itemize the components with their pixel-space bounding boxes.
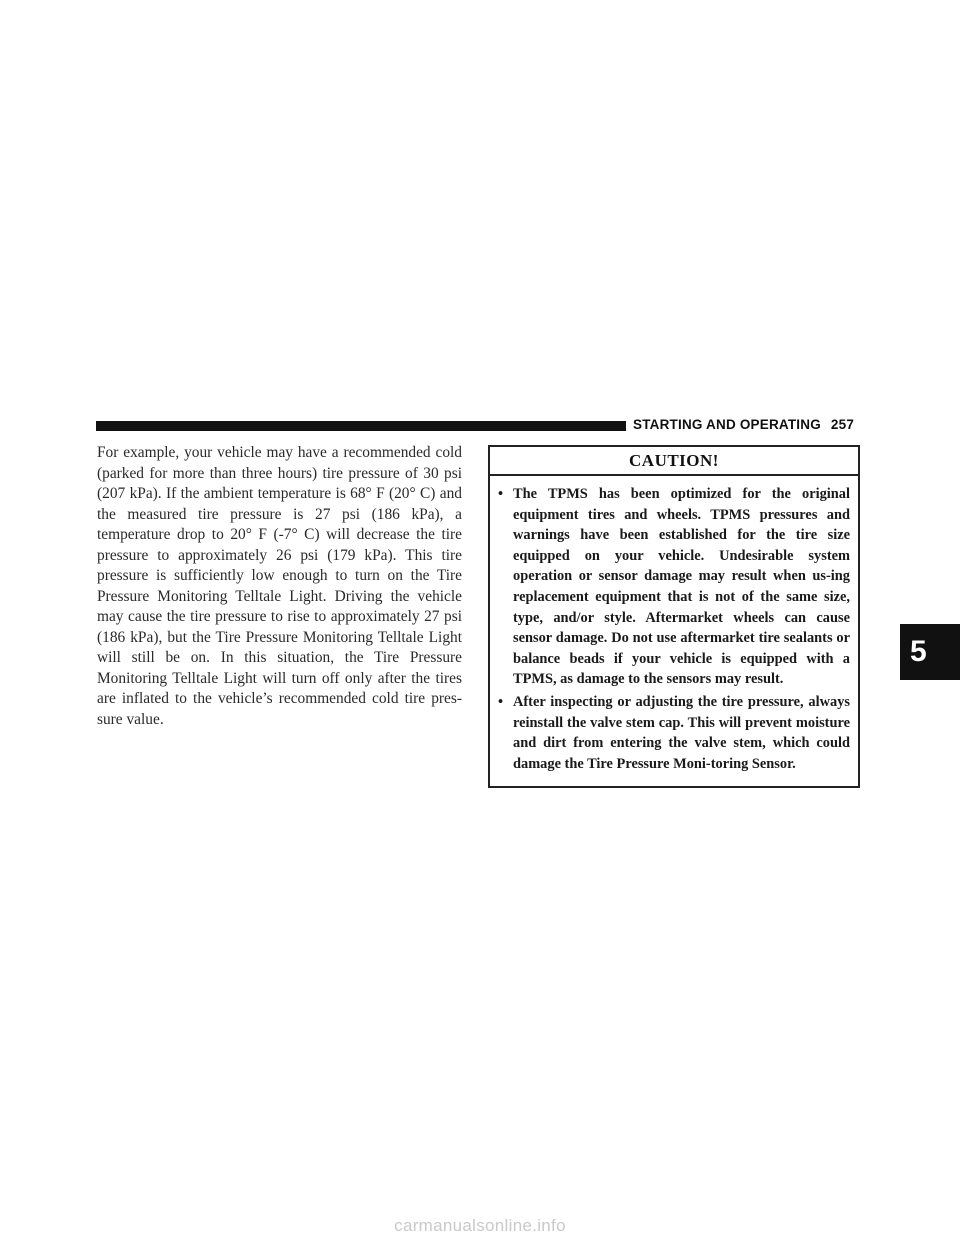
chapter-tab: 5 (900, 624, 960, 680)
chapter-number: 5 (910, 635, 927, 668)
bullet-icon: • (498, 486, 504, 502)
caution-item-text: The TPMS has been optimized for the orig… (513, 486, 850, 688)
watermark: carmanualsonline.info (394, 1216, 566, 1235)
caution-title: CAUTION! (490, 447, 858, 476)
caution-item-text: After inspecting or adjusting the tire p… (513, 693, 850, 772)
header-rule (96, 421, 626, 431)
caution-item: • After inspecting or adjusting the tire… (498, 692, 850, 774)
section-title: STARTING AND OPERATING (633, 417, 821, 432)
caution-box: CAUTION! • The TPMS has been optimized f… (488, 445, 860, 788)
page-number: 257 (830, 417, 855, 432)
body-paragraph: For example, your vehicle may have a rec… (97, 444, 462, 728)
caution-item: • The TPMS has been optimized for the or… (498, 484, 850, 690)
caution-list: • The TPMS has been optimized for the or… (490, 476, 858, 774)
running-header: STARTING AND OPERATING 257 (633, 417, 854, 432)
bullet-icon: • (498, 693, 504, 710)
